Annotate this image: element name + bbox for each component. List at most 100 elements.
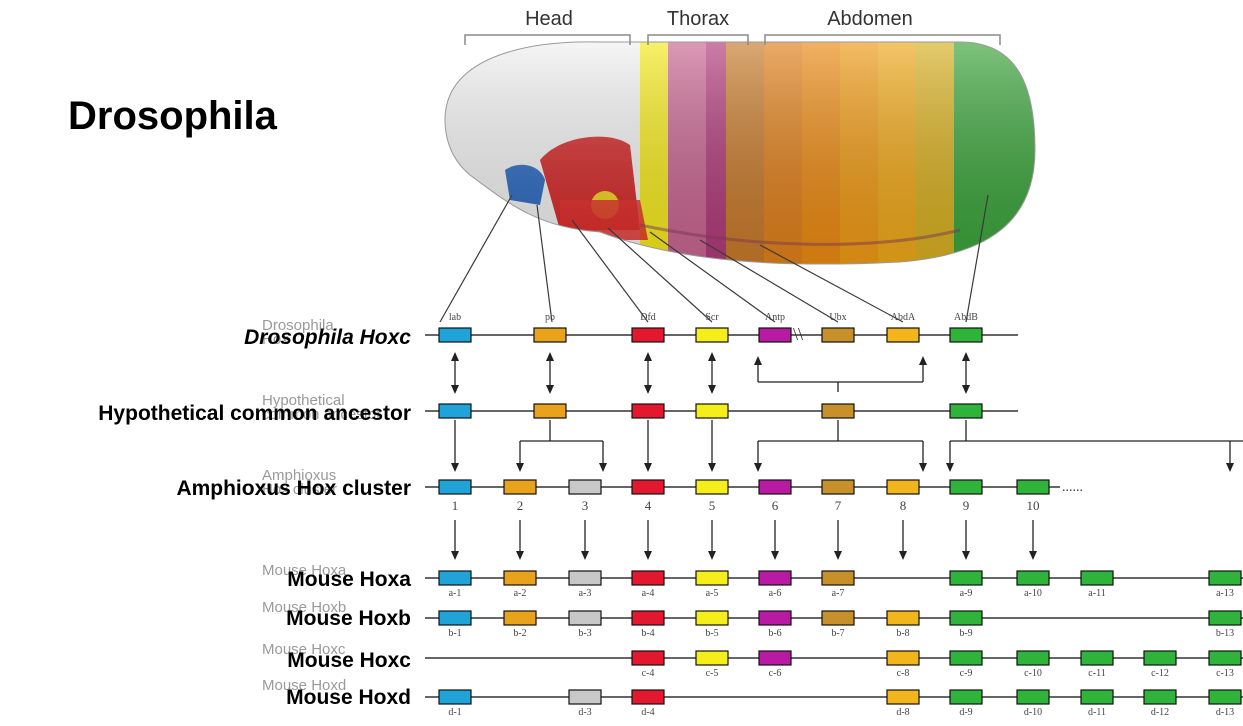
drosophila-gene-name: lab [449, 312, 461, 323]
gene-box [632, 480, 664, 494]
gene-box [887, 480, 919, 494]
gene-box-rect [632, 571, 664, 585]
gene-box [534, 404, 566, 418]
gene-box [439, 690, 471, 704]
gene-box-rect [950, 404, 982, 418]
gene-box-rect [696, 328, 728, 342]
gene-box [950, 611, 982, 625]
gene-box [569, 480, 601, 494]
gene-box-rect [822, 404, 854, 418]
gene-box [439, 571, 471, 585]
row-label-hoxd: Mouse Hoxd [286, 686, 411, 710]
gene-box-rect [439, 480, 471, 494]
gene-box-rect [696, 404, 728, 418]
gene-box-rect [632, 611, 664, 625]
hoxb-gene-label: b-6 [768, 628, 781, 639]
gene-box [950, 651, 982, 665]
row-label-amphioxus: Amphioxus Hox cluster [176, 477, 411, 501]
gene-box [632, 651, 664, 665]
hoxc-gene-label: c-4 [642, 668, 655, 679]
amphioxus-gene-number: 8 [900, 498, 907, 513]
arrow-head [771, 551, 779, 560]
gene-box-rect [759, 571, 791, 585]
gene-box-rect [822, 480, 854, 494]
gene-box-rect [950, 651, 982, 665]
gene-box-rect [887, 328, 919, 342]
hoxb-gene-label: b-7 [831, 628, 844, 639]
hoxd-gene-label: d-9 [959, 707, 972, 718]
gene-box [1144, 690, 1176, 704]
hoxc-gene-label: c-9 [960, 668, 973, 679]
gene-box [569, 611, 601, 625]
gene-box-rect [1209, 690, 1241, 704]
gene-box-rect [1081, 651, 1113, 665]
hoxa-gene-label: a-2 [514, 588, 527, 599]
arrow-head [451, 352, 459, 361]
hoxd-gene-label: d-1 [448, 707, 461, 718]
gene-box [1017, 690, 1049, 704]
drosophila-gene-name: Ubx [829, 312, 846, 323]
gene-rows: ......labpbDfdScrAntpUbxAbdAAbdB\\123456… [425, 312, 1243, 718]
hoxc-gene-label: c-12 [1151, 668, 1169, 679]
gene-box [696, 611, 728, 625]
hoxb-gene-label: b-5 [705, 628, 718, 639]
gene-box [569, 571, 601, 585]
arrow-head [1029, 551, 1037, 560]
gene-box [887, 611, 919, 625]
gene-box-rect [504, 611, 536, 625]
gene-box-rect [950, 690, 982, 704]
gene-box [950, 404, 982, 418]
hoxc-gene-label: c-6 [769, 668, 782, 679]
row-label-hoxb: Mouse Hoxb [286, 607, 411, 631]
gene-box [632, 571, 664, 585]
arrow-head [451, 551, 459, 560]
hoxa-gene-label: a-10 [1024, 588, 1042, 599]
hoxa-gene-label: a-1 [449, 588, 462, 599]
gene-box [439, 611, 471, 625]
amphioxus-gene-number: 4 [645, 498, 652, 513]
drosophila-gene-name: AbdA [891, 312, 916, 323]
arrow-head [708, 463, 716, 472]
gene-box [1209, 571, 1241, 585]
hoxb-gene-label: b-2 [513, 628, 526, 639]
arrow-head [1226, 463, 1234, 472]
gene-box [696, 480, 728, 494]
gene-box [696, 404, 728, 418]
cluster-break-mark: \\ [793, 324, 803, 344]
gene-box [1209, 611, 1241, 625]
hoxc-gene-label: c-13 [1216, 668, 1234, 679]
gene-box [822, 404, 854, 418]
gene-box-rect [1081, 690, 1113, 704]
gene-box-rect [1144, 651, 1176, 665]
gene-box [632, 328, 664, 342]
hoxa-gene-label: a-3 [579, 588, 592, 599]
gene-box [439, 404, 471, 418]
hoxa-gene-label: a-5 [706, 588, 719, 599]
region-label-abdomen: Abdomen [827, 8, 913, 30]
gene-box-rect [950, 328, 982, 342]
row-label-hoxc: Mouse Hoxc [287, 649, 411, 673]
hoxb-gene-label: b-13 [1216, 628, 1234, 639]
gene-box [759, 571, 791, 585]
arrow-head [644, 463, 652, 472]
gene-box-rect [696, 651, 728, 665]
arrow-head [708, 352, 716, 361]
gene-box [822, 328, 854, 342]
gene-box-rect [1209, 651, 1241, 665]
gene-box [950, 571, 982, 585]
amphioxus-gene-number: 10 [1027, 498, 1040, 513]
hoxb-gene-label: b-9 [959, 628, 972, 639]
gene-box-rect [439, 404, 471, 418]
gene-box [887, 651, 919, 665]
gene-box [504, 571, 536, 585]
gene-box-rect [696, 571, 728, 585]
arrow-head [516, 551, 524, 560]
gene-box-rect [569, 571, 601, 585]
gene-box-rect [632, 651, 664, 665]
gene-box [569, 690, 601, 704]
drosophila-gene-name: Antp [765, 312, 785, 323]
hoxa-gene-label: a-11 [1088, 588, 1105, 599]
gene-box-rect [1144, 690, 1176, 704]
arrow-head [708, 385, 716, 394]
arrow-head [516, 463, 524, 472]
